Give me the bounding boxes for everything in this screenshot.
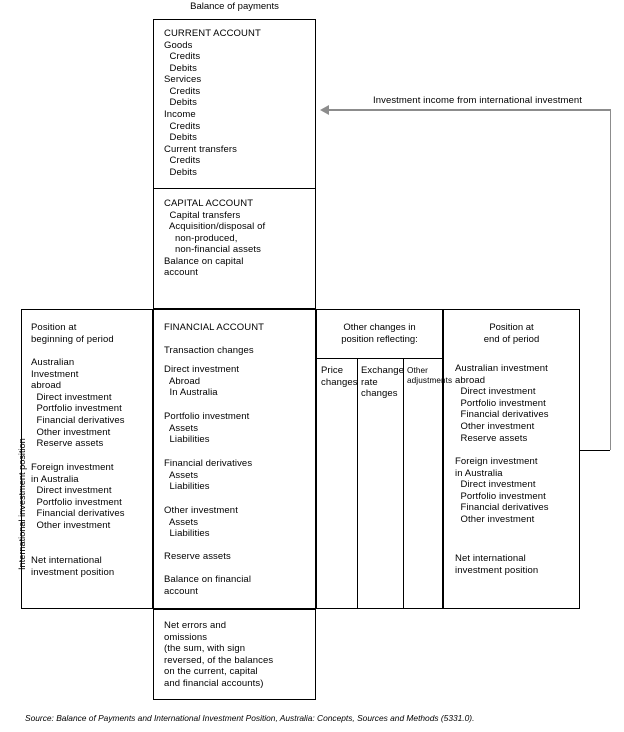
- other-changes-heading: Other changes in position reflecting:: [341, 322, 418, 345]
- financial-account-group-portfolio: Portfolio investment Assets Liabilities: [164, 411, 249, 446]
- financial-account-group-direct: Direct investment Abroad In Australia: [164, 364, 239, 399]
- current-account-lines: Goods Credits Debits Services Credits De…: [164, 40, 237, 179]
- capital-account-lines: Capital transfers Acquisition/disposal o…: [164, 210, 265, 280]
- financial-account-subtitle: Transaction changes: [164, 345, 254, 356]
- financial-account-portfolio-text: Portfolio investment Assets Liabilities: [164, 411, 250, 446]
- position-end-connector: [580, 450, 610, 451]
- financial-account-group-other: Other investment Assets Liabilities: [164, 505, 238, 540]
- capital-account-box: [153, 188, 316, 309]
- position-end-heading: Position at end of period: [483, 322, 540, 345]
- current-account-line-list: Goods Credits Debits Services Credits De…: [164, 39, 237, 179]
- position-end-box: [443, 309, 580, 609]
- position-beginning-box: [21, 309, 153, 609]
- other-changes-exchange-text: Exchange rate changes: [361, 365, 405, 400]
- position-end-foreign-text: Foreign investment in Australia Direct i…: [455, 456, 549, 525]
- financial-account-reserve-assets: Reserve assets: [164, 551, 231, 562]
- other-changes-col-exchange: Exchange rate changes: [361, 365, 404, 400]
- arrow-horizontal-segment: [326, 109, 611, 111]
- position-beginning-foreign-text: Foreign investment in Australia Direct i…: [31, 462, 125, 531]
- position-beginning-group-foreign: Foreign investment in Australia Direct i…: [31, 462, 125, 532]
- current-account-title: CURRENT ACCOUNT: [164, 28, 261, 39]
- financial-account-box: [153, 309, 316, 609]
- arrow-annotation: Investment income from international inv…: [372, 95, 583, 106]
- position-beginning-heading: Position at beginning of period: [31, 322, 114, 345]
- position-end-australian-text: Australian investment abroad Direct inve…: [455, 363, 549, 444]
- other-changes-other-text: Other adjustments: [407, 366, 453, 386]
- top-caption: Balance of payments: [190, 1, 279, 12]
- position-end-net: Net international investment position: [455, 553, 539, 576]
- position-beginning-net: Net international investment position: [31, 555, 115, 578]
- position-beginning-group-australian: Australian Investment abroad Direct inve…: [31, 357, 125, 450]
- financial-account-title: FINANCIAL ACCOUNT: [164, 322, 265, 333]
- arrow-vertical-segment: [609, 109, 611, 450]
- financial-account-other-text: Other investment Assets Liabilities: [164, 505, 238, 540]
- source-note: Source: Balance of Payments and Internat…: [25, 713, 475, 723]
- other-changes-price-text: Price changes: [321, 365, 358, 388]
- position-end-group-australian: Australian investment abroad Direct inve…: [455, 363, 549, 444]
- financial-account-derivatives-text: Financial derivatives Assets Liabilities: [164, 458, 253, 493]
- position-beginning-australian-text: Australian Investment abroad Direct inve…: [31, 357, 125, 450]
- other-changes-header-divider: [316, 358, 443, 359]
- other-changes-col-other: Other adjustments: [407, 366, 452, 386]
- financial-account-balance: Balance on financial account: [164, 574, 252, 597]
- net-errors-text: Net errors and omissions (the sum, with …: [164, 620, 274, 689]
- other-changes-col-price: Price changes: [321, 365, 358, 388]
- capital-account-line-list: Capital transfers Acquisition/disposal o…: [164, 209, 266, 279]
- other-changes-box: [316, 309, 443, 609]
- other-changes-divider-2: [403, 358, 404, 609]
- financial-account-group-derivatives: Financial derivatives Assets Liabilities: [164, 458, 252, 493]
- financial-account-direct-text: Direct investment Abroad In Australia: [164, 364, 240, 399]
- net-errors-box: [153, 609, 316, 700]
- vertical-axis-label: International investment position: [17, 438, 27, 570]
- other-changes-divider-1: [357, 358, 358, 609]
- arrow-head-icon: [320, 105, 329, 115]
- capital-account-title: CAPITAL ACCOUNT: [164, 198, 254, 209]
- position-end-group-foreign: Foreign investment in Australia Direct i…: [455, 456, 549, 526]
